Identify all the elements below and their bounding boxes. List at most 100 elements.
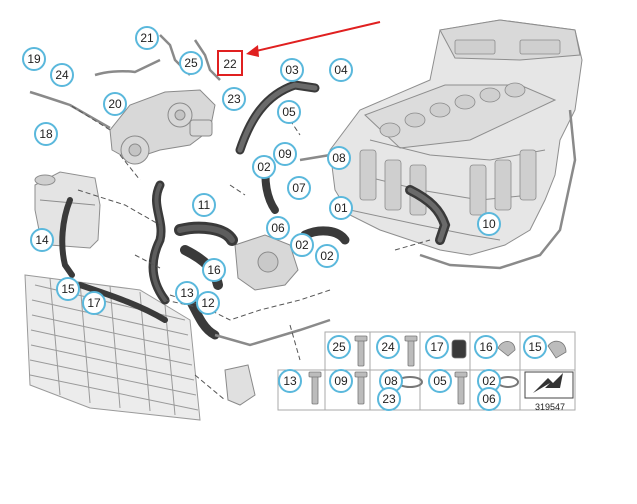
legend-callout-05-label: 05 (433, 374, 447, 388)
legend-callout-05-circle (428, 369, 452, 393)
callout-13a-label: 13 (180, 286, 194, 300)
callout-18: 18 (34, 122, 58, 146)
callout-24a: 24 (50, 63, 74, 87)
legend-callout-08: 08 (379, 369, 403, 393)
callout-08a-label: 08 (332, 151, 346, 165)
highlight-arrowhead (246, 45, 259, 57)
legend-callout-06-circle (477, 387, 501, 411)
callout-02a-label: 02 (257, 160, 271, 174)
callout-10: 10 (477, 212, 501, 236)
callout-01-label: 01 (334, 201, 348, 215)
callout-09a-label: 09 (278, 147, 292, 161)
callout-23a: 23 (222, 87, 246, 111)
callout-07-label: 07 (292, 181, 306, 195)
callout-13a-circle (175, 281, 199, 305)
legend-callout-16: 16 (474, 335, 498, 359)
legend-callout-09-label: 09 (334, 374, 348, 388)
callout-05a-label: 05 (282, 105, 296, 119)
coolant-reservoir-small (224, 364, 256, 406)
legend-callout-16-circle (474, 335, 498, 359)
callout-12: 12 (196, 291, 220, 315)
legend-part-illustrations (308, 335, 567, 405)
callout-18-circle (34, 122, 58, 146)
callout-17a-circle (82, 291, 106, 315)
highlight-arrow (251, 21, 381, 53)
coolant-hoses (59, 80, 451, 340)
callout-03-label: 03 (285, 63, 299, 77)
turbocharger (109, 89, 216, 165)
legend-callout-17-circle (425, 335, 449, 359)
callout-02b-label: 02 (295, 238, 309, 252)
callout-12-circle (196, 291, 220, 315)
callout-02c-label: 02 (320, 249, 334, 263)
callout-16a-label: 16 (207, 263, 221, 277)
callout-04-label: 04 (334, 63, 348, 77)
legend-callout-25-label: 25 (332, 340, 346, 354)
callout-01-circle (329, 196, 353, 220)
leader-lines (69, 104, 431, 401)
callout-15a: 15 (56, 277, 80, 301)
highlight-box (217, 50, 243, 76)
legend-callout-23-circle (377, 387, 401, 411)
callout-03-circle (280, 58, 304, 82)
callout-06a-circle (266, 216, 290, 240)
callout-25a-circle (179, 51, 203, 75)
legend-callout-25-circle (327, 335, 351, 359)
callout-08a: 08 (327, 146, 351, 170)
legend-callout-17-label: 17 (430, 340, 444, 354)
callout-21-label: 21 (140, 31, 154, 45)
callout-17a-label: 17 (87, 296, 101, 310)
callout-23a-circle (222, 87, 246, 111)
callout-01: 01 (329, 196, 353, 220)
callout-19-circle (22, 47, 46, 71)
legend-callout-15: 15 (523, 335, 547, 359)
callout-10-label: 10 (482, 217, 496, 231)
engine-block (329, 19, 583, 256)
legend-callout-17: 17 (425, 335, 449, 359)
callout-06a-label: 06 (271, 221, 285, 235)
legend-callout-24: 24 (376, 335, 400, 359)
radiator (24, 274, 201, 421)
legend-callout-05: 05 (428, 369, 452, 393)
legend-callout-23: 23 (377, 387, 401, 411)
callout-11-circle (192, 193, 216, 217)
diagram-arrow-icon (524, 371, 574, 399)
callout-21: 21 (135, 26, 159, 50)
legend-callout-16-label: 16 (479, 340, 493, 354)
callout-02a: 02 (252, 155, 276, 179)
callout-20-circle (103, 92, 127, 116)
callout-17a: 17 (82, 291, 106, 315)
callout-02c: 02 (315, 244, 339, 268)
callout-07: 07 (287, 176, 311, 200)
callout-02b-circle (290, 233, 314, 257)
callout-18-label: 18 (39, 127, 53, 141)
callout-05a: 05 (277, 100, 301, 124)
legend-callout-08-label: 08 (384, 374, 398, 388)
callout-16a: 16 (202, 258, 226, 282)
legend-callout-06-label: 06 (482, 392, 496, 406)
callout-02a-circle (252, 155, 276, 179)
callout-20-label: 20 (108, 97, 122, 111)
callout-24a-circle (50, 63, 74, 87)
legend-callout-06: 06 (477, 387, 501, 411)
callout-15a-label: 15 (61, 282, 75, 296)
legend-callout-24-circle (376, 335, 400, 359)
legend-callout-24-label: 24 (381, 340, 395, 354)
highlight-marker: 22 (217, 21, 381, 76)
callout-08a-circle (327, 146, 351, 170)
callout-20: 20 (103, 92, 127, 116)
legend-callout-15-circle (523, 335, 547, 359)
callout-04-circle (329, 58, 353, 82)
highlighted-part-label: 22 (223, 57, 237, 71)
callout-19-label: 19 (27, 52, 41, 66)
legend-callout-09: 09 (329, 369, 353, 393)
legend-callout-09-circle (329, 369, 353, 393)
callout-19: 19 (22, 47, 46, 71)
callout-14-circle (30, 228, 54, 252)
callout-04: 04 (329, 58, 353, 82)
callout-12-label: 12 (201, 296, 215, 310)
callout-13a: 13 (175, 281, 199, 305)
